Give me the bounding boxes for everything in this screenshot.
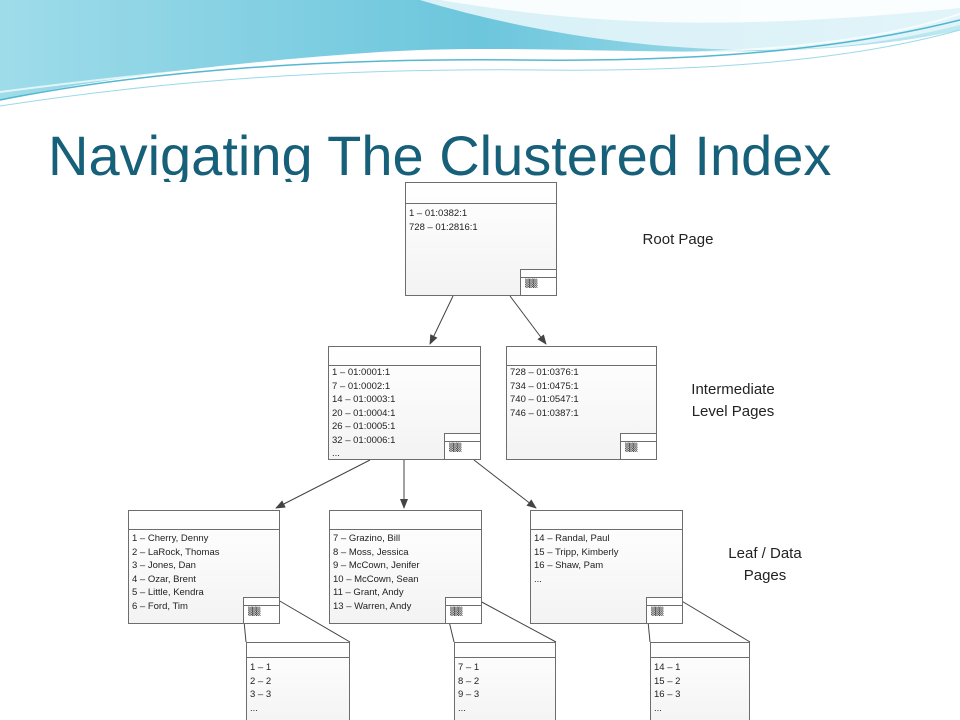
slot-row: ... — [458, 702, 466, 714]
root-row: 1 – 01:0382:1 — [409, 208, 468, 219]
data-row: ... — [534, 573, 542, 585]
slot-array-icon: ▒▒▒ — [243, 597, 279, 623]
intermediate-page-1: 1 – 01:0001:1 7 – 01:0002:1 14 – 01:0003… — [328, 346, 481, 460]
slot-row: 9 – 3 — [458, 689, 480, 700]
slot-row: 2 – 2 — [250, 675, 272, 687]
data-row: 9 – McCown, Jenifer — [333, 560, 420, 571]
index-row: ... — [332, 448, 340, 459]
slot-row: 3 – 3 — [250, 689, 272, 700]
root-page: 1 – 01:0382:1 728 – 01:2816:1 ▒▒▒ — [405, 182, 557, 296]
slot-array-icon: ▒▒▒ — [445, 597, 481, 623]
slot-array-icon: ▒▒▒ — [520, 269, 556, 295]
data-row: 11 – Grant, Andy — [333, 587, 404, 598]
leaf-page-3: 14 – Randal, Paul 15 – Tripp, Kimberly 1… — [530, 510, 683, 624]
slot-row: 7 – 1 — [458, 662, 480, 673]
arrow-root-to-int2 — [509, 295, 547, 345]
data-row: 14 – Randal, Paul — [534, 533, 610, 544]
slot-row: 1 – 1 — [250, 662, 272, 673]
root-row: 728 – 01:2816:1 — [409, 221, 478, 233]
index-row: 746 – 01:0387:1 — [510, 407, 579, 419]
data-row: 10 – McCown, Sean — [333, 573, 419, 585]
data-row: 15 – Tripp, Kimberly — [534, 546, 619, 558]
expand-leaf3-right — [679, 599, 751, 643]
index-row: 20 – 01:0004:1 — [332, 407, 396, 419]
index-row: 1 – 01:0001:1 — [332, 367, 391, 378]
index-row: 14 – 01:0003:1 — [332, 394, 396, 405]
leaf-page-1: 1 – Cherry, Denny 2 – LaRock, Thomas 3 –… — [128, 510, 280, 624]
expand-leaf1-right — [277, 599, 351, 643]
data-row: 4 – Ozar, Brent — [132, 573, 196, 585]
index-row: 7 – 01:0002:1 — [332, 380, 391, 392]
label-intermediate-pages: Intermediate Level Pages — [691, 381, 775, 420]
slot-row: 15 – 2 — [654, 675, 681, 687]
page-title: Navigating The Clustered Index — [48, 124, 832, 182]
slot-row: 8 – 2 — [458, 675, 480, 687]
slot-array-2: 7 – 1 8 – 2 9 – 3 ... — [454, 642, 556, 720]
label-leaf-pages: Leaf / Data Pages — [728, 545, 802, 584]
arrow-int1-to-leaf1 — [275, 459, 371, 509]
index-row: 740 – 01:0547:1 — [510, 394, 579, 405]
arrow-root-to-int1 — [429, 295, 454, 345]
expand-leaf2-right — [477, 599, 557, 643]
clustered-index-diagram: 1 – 01:0382:1 728 – 01:2816:1 ▒▒▒ Root P… — [128, 182, 824, 720]
label-root-page: Root Page — [642, 231, 714, 248]
data-row: 7 – Grazino, Bill — [333, 533, 401, 544]
index-row: 734 – 01:0475:1 — [510, 380, 579, 392]
intermediate-page-2: 728 – 01:0376:1 734 – 01:0475:1 740 – 01… — [506, 346, 657, 460]
slot-array-icon: ▒▒▒ — [646, 597, 682, 623]
data-row: 13 – Warren, Andy — [333, 600, 412, 612]
slot-row: 14 – 1 — [654, 662, 681, 673]
arrow-int1-to-leaf3 — [473, 459, 537, 509]
slot-row: 16 – 3 — [654, 689, 681, 700]
slot-array-icon: ▒▒▒ — [620, 433, 656, 459]
data-row: 3 – Jones, Dan — [132, 560, 196, 571]
header-banner — [0, 0, 960, 107]
data-row: 5 – Little, Kendra — [132, 587, 204, 598]
index-row: 26 – 01:0005:1 — [332, 421, 396, 432]
index-row: 728 – 01:0376:1 — [510, 367, 579, 378]
data-row: 6 – Ford, Tim — [132, 600, 188, 612]
slot-row: ... — [654, 702, 662, 714]
data-row: 2 – LaRock, Thomas — [132, 546, 220, 558]
data-row: 16 – Shaw, Pam — [534, 560, 604, 571]
leaf-page-2: 7 – Grazino, Bill 8 – Moss, Jessica 9 – … — [329, 510, 482, 624]
slot-array-3: 14 – 1 15 – 2 16 – 3 ... — [650, 642, 750, 720]
data-row: 8 – Moss, Jessica — [333, 546, 409, 558]
slot-array-1: 1 – 1 2 – 2 3 – 3 ... — [246, 642, 350, 720]
slot-array-icon: ▒▒▒ — [444, 433, 480, 459]
data-row: 1 – Cherry, Denny — [132, 533, 209, 544]
index-row: 32 – 01:0006:1 — [332, 434, 396, 446]
slot-row: ... — [250, 702, 258, 714]
